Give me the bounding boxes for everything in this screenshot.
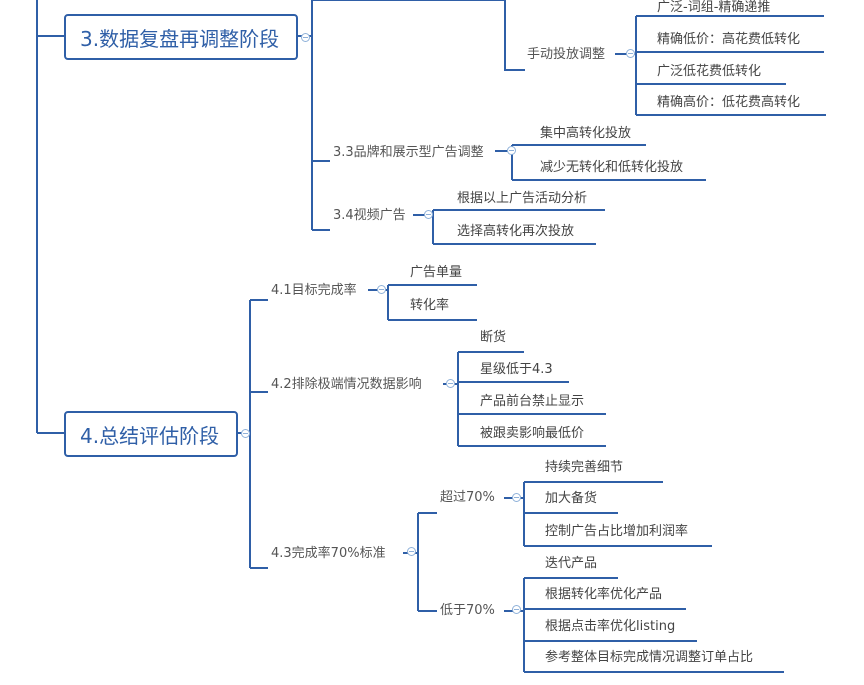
manual-collapse-icon[interactable]	[626, 49, 635, 58]
below70-collapse-icon[interactable]	[512, 605, 521, 614]
below70-item[interactable]: 参考整体目标完成情况调整订单占比	[545, 650, 754, 665]
target-collapse-icon[interactable]	[377, 285, 386, 294]
stage3-title: 3.数据复盘再调整阶段	[80, 26, 280, 51]
stage3-collapse-icon[interactable]	[301, 33, 310, 42]
manual-label[interactable]: 手动投放调整	[527, 47, 606, 62]
exclude-label[interactable]: 4.2排除极端情况数据影响	[271, 377, 422, 392]
video-collapse-icon[interactable]	[424, 210, 433, 219]
above70-item[interactable]: 控制广告占比增加利润率	[545, 524, 689, 539]
brand-collapse-icon[interactable]	[507, 146, 516, 155]
exclude-item[interactable]: 产品前台禁止显示	[480, 394, 585, 409]
exclude-item[interactable]: 断货	[480, 330, 507, 345]
manual-item[interactable]: 精确低价：高花费低转化	[657, 32, 801, 47]
video-item[interactable]: 选择高转化再次投放	[457, 224, 575, 239]
above70-collapse-icon[interactable]	[512, 493, 521, 502]
rate-label[interactable]: 4.3完成率70%标准	[271, 546, 386, 561]
below70-item[interactable]: 迭代产品	[545, 556, 598, 571]
brand-item[interactable]: 集中高转化投放	[540, 126, 632, 141]
video-label[interactable]: 3.4视频广告	[333, 208, 406, 223]
stage4-node[interactable]: 4.总结评估阶段	[64, 411, 238, 457]
exclude-collapse-icon[interactable]	[446, 379, 455, 388]
brand-label[interactable]: 3.3品牌和展示型广告调整	[333, 145, 484, 160]
exclude-item[interactable]: 星级低于4.3	[480, 362, 553, 377]
stage4-title: 4.总结评估阶段	[80, 423, 220, 448]
below70-item[interactable]: 根据点击率优化listing	[545, 619, 676, 634]
manual-item[interactable]: 广泛-词组-精确递推	[657, 0, 771, 15]
stage4-collapse-icon[interactable]	[241, 429, 250, 438]
stage3-node[interactable]: 3.数据复盘再调整阶段	[64, 14, 298, 60]
brand-item[interactable]: 减少无转化和低转化投放	[540, 160, 684, 175]
target-item[interactable]: 转化率	[410, 298, 450, 313]
video-item[interactable]: 根据以上广告活动分析	[457, 191, 588, 206]
target-item[interactable]: 广告单量	[410, 265, 463, 280]
above70-label[interactable]: 超过70%	[440, 490, 495, 505]
above70-item[interactable]: 持续完善细节	[545, 460, 624, 475]
above70-item[interactable]: 加大备货	[545, 491, 598, 506]
below70-item[interactable]: 根据转化率优化产品	[545, 587, 663, 602]
rate-collapse-icon[interactable]	[407, 547, 416, 556]
exclude-item[interactable]: 被跟卖影响最低价	[480, 426, 585, 441]
manual-item[interactable]: 精确高价：低花费高转化	[657, 95, 801, 110]
below70-label[interactable]: 低于70%	[440, 603, 495, 618]
target-label[interactable]: 4.1目标完成率	[271, 283, 357, 298]
manual-item[interactable]: 广泛低花费低转化	[657, 64, 762, 79]
